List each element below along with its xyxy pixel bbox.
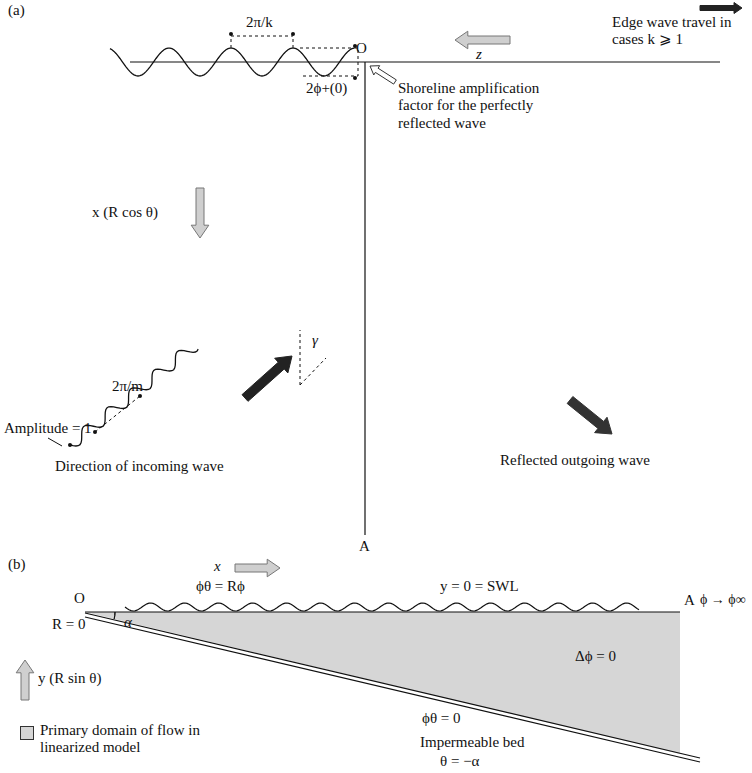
figure-label: y = 0 = SWL [440, 578, 519, 595]
angle-ref [300, 358, 326, 385]
shoreline [130, 61, 720, 62]
figure-label: x [214, 558, 221, 575]
figure-label: Edge wave travel in cases k ⩾ 1 [612, 14, 732, 49]
wavelength-marker [231, 36, 293, 37]
figure-label: 2π/k [246, 14, 273, 31]
direction-arrow [242, 356, 292, 401]
line [231, 36, 232, 48]
figure-label: ϕ → ϕ∞ [700, 592, 746, 608]
still-water-line [85, 611, 680, 612]
figure-label: γ [312, 332, 318, 349]
figure-label: Shoreline amplification factor for the p… [398, 80, 576, 132]
angle-ref [300, 330, 301, 385]
figure-label: Amplitude = 1 [4, 420, 92, 437]
figure-label: Impermeable bed [420, 734, 525, 751]
marker-dot [229, 32, 233, 36]
leader-line [48, 438, 62, 446]
figure-label: A [684, 592, 695, 609]
axis-arrow [235, 559, 280, 577]
figure-label: Δϕ = 0 [575, 648, 616, 665]
figure-label: z [476, 46, 482, 63]
figure-label: ϕθ = 0 [422, 710, 461, 727]
travel-arrow [700, 3, 742, 14]
marker-dot [68, 443, 72, 447]
figure-label: O [74, 590, 85, 607]
angle-arc [114, 612, 116, 619]
pointer-arrow [370, 66, 396, 84]
figure-label: O [356, 40, 367, 57]
legend-text: Primary domain of flow in linearized mod… [40, 722, 205, 757]
marker-dot [291, 32, 295, 36]
figure-label: y (R sin θ) [38, 670, 101, 687]
axis-arrow [455, 31, 510, 49]
figure-label: (a) [8, 2, 25, 19]
surface-wave [125, 603, 639, 611]
figure-label: A [359, 538, 370, 555]
line [293, 36, 294, 48]
figure-label: (b) [8, 556, 26, 573]
cross-shore-axis [364, 62, 365, 535]
figure-label: 2π/m [112, 378, 143, 395]
figure-label: ϕθ = Rϕ [196, 578, 245, 595]
axis-arrow [191, 188, 209, 238]
bed [85, 617, 700, 762]
figure-label: Reflected outgoing wave [500, 452, 650, 469]
wavelength-marker [95, 396, 140, 432]
figure-label: 2ϕ+(0) [306, 80, 347, 97]
marker-dot [138, 394, 142, 398]
figure-label: x (R cos θ) [92, 204, 158, 221]
axis-arrow [16, 660, 34, 700]
amplitude-marker [300, 48, 358, 76]
figure-label: α [124, 614, 132, 631]
marker-dot [93, 430, 97, 434]
figure-label: θ = −α [440, 753, 479, 770]
figure-label: R = 0 [52, 616, 85, 633]
direction-arrow [567, 397, 612, 434]
figure-label: Direction of incoming wave [55, 458, 224, 475]
marker-dot [353, 76, 357, 80]
legend-swatch [20, 726, 34, 740]
edge-wave [110, 48, 354, 76]
